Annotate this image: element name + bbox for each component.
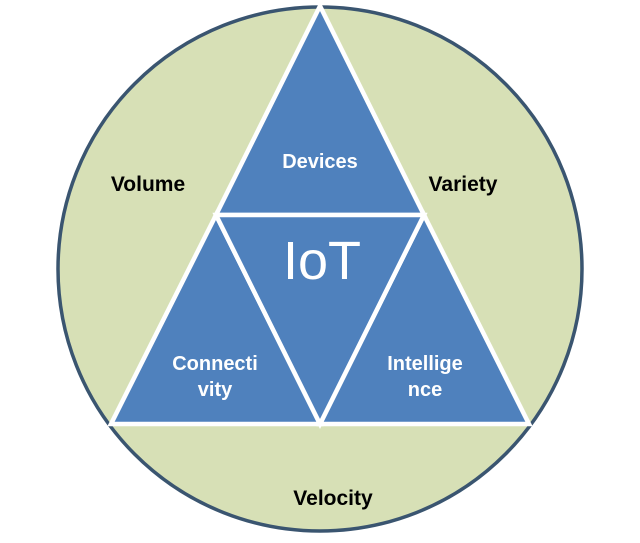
connectivity-label-line2: vity [198, 379, 233, 401]
velocity-label: Velocity [293, 487, 373, 510]
connectivity-label-line1: Connecti [172, 353, 258, 375]
iot-label: IoT [283, 231, 361, 291]
volume-label: Volume [111, 173, 185, 196]
intelligence-label-line2: nce [408, 379, 442, 401]
iot-center-triangle [212, 212, 428, 430]
devices-label: Devices [282, 151, 358, 173]
intelligence-label-line1: Intellige [387, 353, 463, 375]
variety-label: Variety [429, 173, 498, 196]
